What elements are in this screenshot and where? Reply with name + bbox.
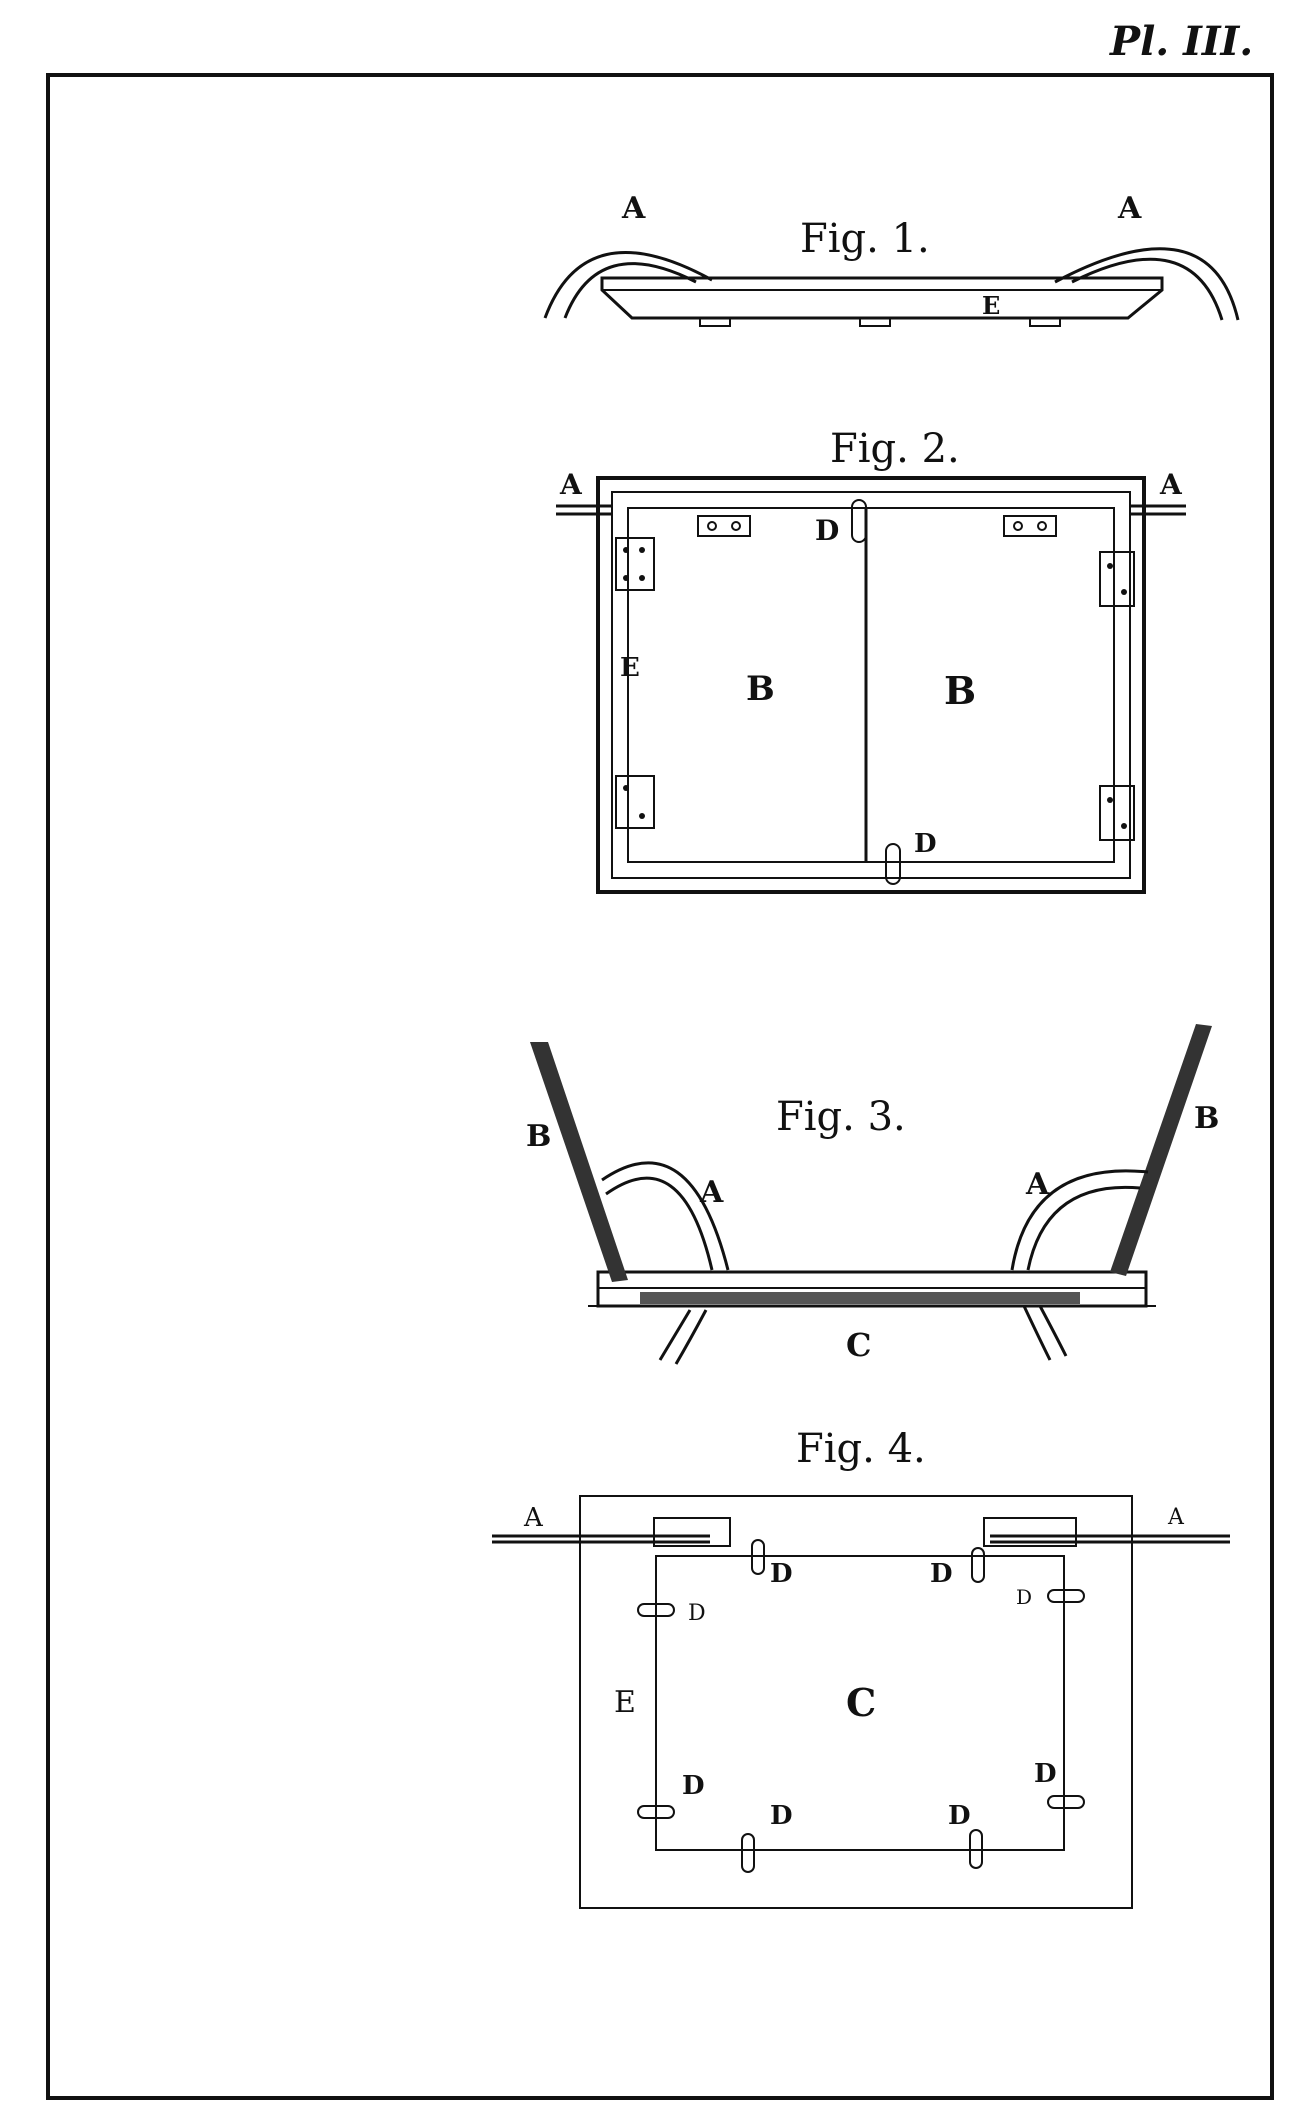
fig1-label-a-right: A — [1117, 191, 1142, 226]
fig4-label-d: D — [1016, 1585, 1032, 1609]
fig2-label-e: E — [620, 653, 640, 683]
fig4-label-a-left: A — [523, 1503, 544, 1533]
fig1-label-a-left: A — [621, 191, 646, 226]
plate-label: Pl. III. — [1109, 18, 1253, 65]
fig1-title: Fig. 1. — [800, 216, 930, 262]
plate-border — [46, 73, 1274, 2100]
fig2-label-b-left: B — [746, 669, 775, 709]
fig4-label-c: C — [846, 1680, 876, 1725]
fig4-label-d: D — [1034, 1759, 1057, 1789]
fig2-label-a-right: A — [1159, 468, 1183, 501]
fig4-label-a-right: A — [1167, 1505, 1185, 1530]
fig4-label-e: E — [614, 1685, 636, 1720]
fig4-label-d: D — [930, 1559, 953, 1589]
fig2-label-b-right: B — [944, 668, 976, 713]
figure-2: Fig. 2. A A D D E B B — [556, 426, 1186, 894]
fig1-handle-right — [1054, 247, 1240, 321]
fig1-tray — [600, 276, 1164, 320]
fig2-label-a-left: A — [559, 468, 583, 501]
fig4-label-d: D — [948, 1801, 971, 1831]
fig3-label-a-left: A — [699, 1175, 724, 1210]
fig3-label-c: C — [846, 1326, 871, 1364]
fig3-label-a-right: A — [1025, 1167, 1050, 1202]
fig4-label-d: D — [770, 1801, 793, 1831]
fig3-door-right — [1110, 1024, 1212, 1276]
fig4-label-d: D — [682, 1771, 705, 1801]
fig2-label-d-bottom: D — [914, 829, 937, 859]
figure-1: Fig. 1. A A E — [543, 191, 1240, 327]
fig2-outer-frame — [596, 476, 1146, 894]
fig3-handle-right — [1010, 1169, 1149, 1271]
fig1-label-e: E — [982, 291, 1000, 320]
fig3-hatched-panel — [640, 1292, 1080, 1304]
fig4-inner-panel — [655, 1555, 1065, 1851]
fig4-label-d: D — [688, 1601, 706, 1626]
figure-4: Fig. 4. A A D D D D D D D D E C — [492, 1426, 1230, 1909]
fig3-label-b-left: B — [526, 1119, 551, 1154]
fig1-handle-left — [543, 251, 713, 319]
fig3-handle-left — [601, 1161, 730, 1271]
fig2-title: Fig. 2. — [830, 426, 960, 472]
fig3-label-b-right: B — [1194, 1101, 1219, 1136]
fig4-title: Fig. 4. — [796, 1426, 926, 1472]
fig2-label-d-top: D — [815, 514, 839, 547]
fig3-door-left — [530, 1042, 628, 1282]
fig4-label-d: D — [770, 1559, 793, 1589]
fig3-title: Fig. 3. — [776, 1094, 906, 1140]
figure-3: Fig. 3. B B A A C — [526, 1024, 1219, 1365]
fig4-outer-board — [579, 1495, 1133, 1909]
